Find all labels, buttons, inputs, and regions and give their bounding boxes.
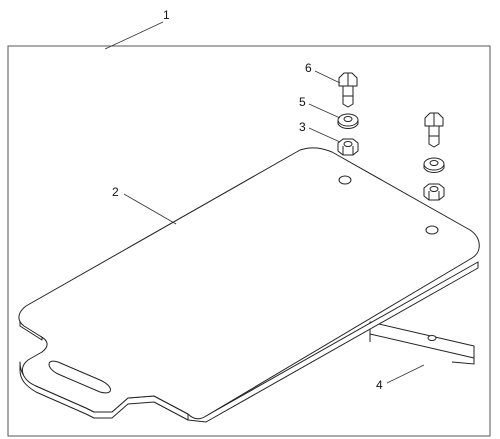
nut — [423, 183, 445, 201]
washer — [423, 157, 445, 173]
leader-line-1 — [104, 21, 164, 50]
nut — [337, 138, 359, 156]
callout-6: 6 — [305, 61, 312, 75]
leader-line-5 — [308, 103, 341, 119]
callout-2: 2 — [112, 185, 119, 199]
plate-hole — [338, 175, 352, 185]
leader-line-2 — [123, 193, 177, 225]
callout-4: 4 — [376, 378, 383, 392]
leader-line-6 — [314, 70, 341, 84]
mounting-bracket — [369, 321, 475, 365]
washer — [337, 113, 359, 129]
base-plate — [18, 147, 480, 423]
bracket-hole — [427, 335, 437, 341]
callout-1: 1 — [163, 8, 170, 22]
callout-3: 3 — [299, 120, 306, 134]
assembly-frame — [7, 45, 491, 437]
leader-line-4 — [386, 364, 425, 384]
bolt — [338, 72, 358, 108]
leader-line-3 — [308, 127, 341, 143]
plate-hole — [425, 225, 439, 235]
handle-slot — [48, 360, 111, 394]
callout-5: 5 — [299, 95, 306, 109]
bolt — [424, 112, 444, 148]
